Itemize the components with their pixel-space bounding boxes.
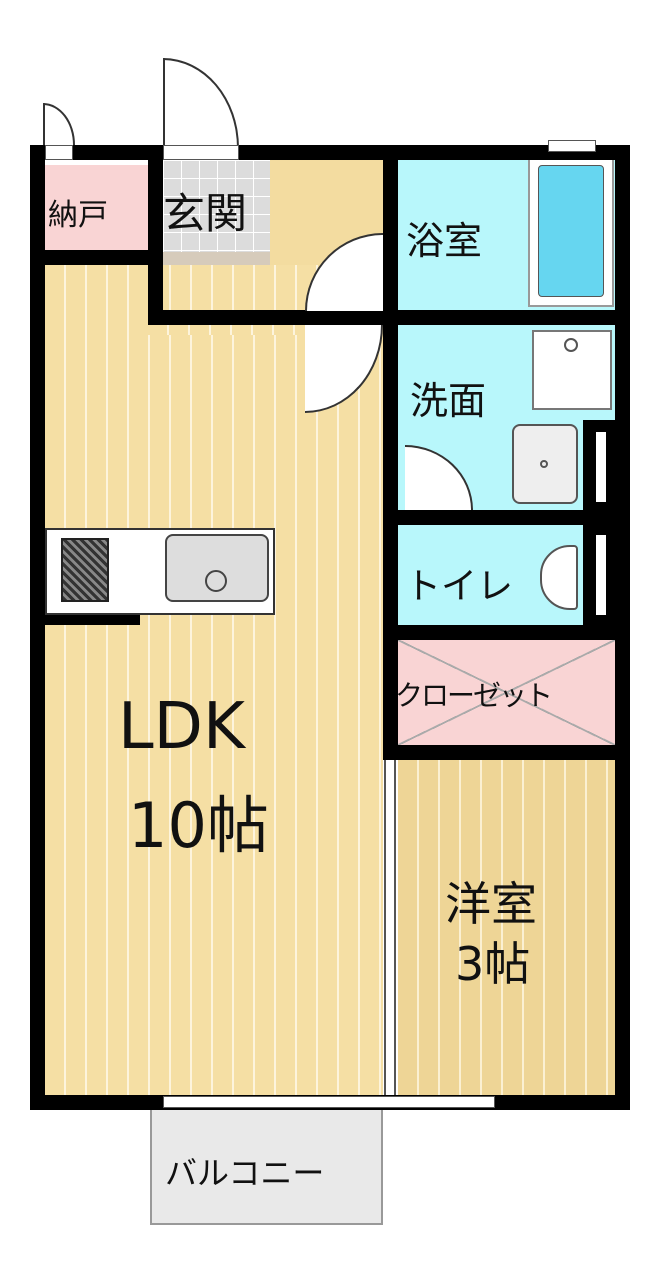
toilet-fixture (540, 545, 578, 610)
room-label-storage: 納戸 (48, 198, 108, 233)
wall (148, 145, 163, 325)
wall (615, 145, 630, 1110)
balcony (150, 1110, 383, 1225)
room-closet (398, 640, 615, 745)
room-label-ldk-size: 10帖 (128, 789, 269, 862)
room-label-entrance: 玄関 (163, 189, 248, 238)
window (596, 432, 606, 502)
wash-basin (512, 424, 578, 504)
storage-door-opening (45, 145, 73, 160)
room-label-balcony: バルコニー (165, 1154, 325, 1192)
room-label-washroom: 洗面 (410, 379, 487, 423)
window (548, 140, 596, 152)
wall (45, 615, 140, 625)
window (163, 1096, 495, 1108)
entrance-door-opening (163, 145, 239, 160)
room-label-bath: 浴室 (406, 219, 483, 263)
sink-icon (165, 534, 269, 602)
room-ldk-upper (148, 325, 383, 335)
wall (398, 310, 615, 325)
wall (30, 250, 150, 265)
room-western (398, 760, 615, 1095)
room-storage (45, 165, 148, 252)
wall (398, 510, 615, 525)
room-label-ldk: LDK (118, 690, 245, 764)
room-entrance-tile (163, 160, 270, 252)
room-label-closet: クローゼット (395, 679, 553, 712)
stove-icon (61, 538, 109, 602)
bathtub (528, 155, 614, 307)
room-label-western: 洋室 (445, 877, 537, 931)
entrance-door-swing (163, 58, 239, 148)
room-label-toilet: トイレ (405, 566, 514, 607)
window (596, 535, 606, 615)
wall (398, 745, 615, 760)
wall (30, 145, 45, 1110)
wall (148, 310, 383, 325)
room-label-western-size: 3帖 (455, 937, 531, 991)
washing-machine-space (532, 330, 612, 410)
storage-door-swing (43, 103, 75, 145)
wall (383, 145, 398, 760)
sliding-door (384, 760, 396, 1095)
kitchen-counter (45, 528, 275, 615)
wall (30, 145, 630, 160)
wall (398, 625, 615, 640)
